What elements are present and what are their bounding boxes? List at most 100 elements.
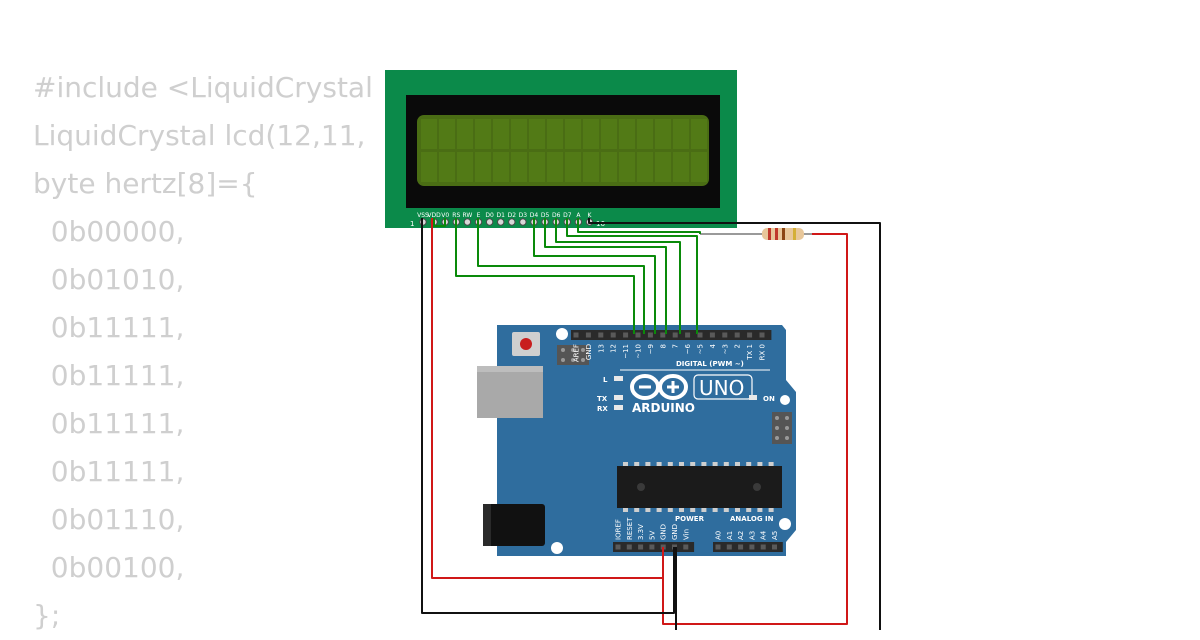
wire-vss-to-gnd[interactable]	[421, 218, 675, 614]
rx-led	[614, 405, 623, 410]
resistor[interactable]	[700, 228, 812, 240]
lcd-char-cell	[637, 119, 653, 149]
header-pin-label: A5	[771, 531, 779, 540]
header-pin[interactable]	[683, 544, 689, 550]
header-pin[interactable]	[722, 332, 728, 338]
header-pin-label: A0	[715, 531, 723, 540]
mounting-hole	[780, 395, 790, 405]
lcd-char-cell	[475, 119, 491, 149]
header-pin[interactable]	[610, 332, 616, 338]
code-line: 0b00100,	[33, 551, 185, 584]
header-pin[interactable]	[747, 332, 753, 338]
lcd-char-cell	[619, 119, 635, 149]
lcd-pin[interactable]	[485, 218, 494, 226]
header-pin[interactable]	[615, 544, 621, 550]
wire-d7-to-pin7[interactable]	[566, 218, 698, 334]
uno-badge	[693, 374, 753, 400]
mounting-hole	[556, 328, 568, 340]
header-pin[interactable]	[649, 544, 655, 550]
header-pin-label: 4	[709, 343, 717, 348]
header-pin[interactable]	[660, 332, 666, 338]
tx-led-label: TX	[597, 395, 608, 403]
wire-anode-to-resistor[interactable]	[577, 218, 701, 234]
header-pin[interactable]	[685, 332, 691, 338]
header-pin[interactable]	[573, 332, 579, 338]
lcd-char-cell	[475, 152, 491, 182]
code-line: byte hertz[8]={	[33, 167, 258, 200]
header-pin[interactable]	[647, 332, 653, 338]
header-pin[interactable]	[697, 332, 703, 338]
lcd-char-cell	[691, 152, 707, 182]
header-pin-label: ~9	[647, 344, 655, 354]
wire-rs-to-pin12[interactable]	[455, 218, 635, 334]
header-pin[interactable]	[626, 544, 632, 550]
wire-d5-to-pin9[interactable]	[544, 218, 667, 334]
header-pin-label: GND	[585, 344, 593, 360]
header-pin[interactable]	[635, 332, 641, 338]
header-pin-label: 12	[610, 344, 618, 353]
mounting-hole	[779, 518, 791, 530]
lcd-pin-label: D6	[552, 212, 561, 219]
lcd-char-cell	[565, 119, 581, 149]
icsp-header-right	[772, 412, 792, 444]
lcd-pin-label: V0	[441, 212, 449, 219]
lcd-pin-label: D5	[541, 212, 550, 219]
wire-d4-to-pin10[interactable]	[533, 218, 656, 334]
header-pin[interactable]	[672, 332, 678, 338]
lcd-char-cell	[565, 152, 581, 182]
header-pin[interactable]	[734, 332, 740, 338]
lcd-pin-one-label: 1	[410, 220, 414, 228]
header-pin-label: RESET	[626, 517, 634, 540]
arduino-logo-icon	[630, 374, 688, 400]
wire-cathode-to-gnd[interactable]	[588, 218, 881, 630]
header-pin[interactable]	[638, 544, 644, 550]
arduino-model-label: UNO	[699, 376, 744, 400]
header-pin-label: 3.3V	[637, 524, 645, 540]
header-pin-label: 5V	[648, 531, 656, 540]
header-pin[interactable]	[715, 544, 721, 550]
header-pin-label: 13	[597, 344, 605, 353]
lcd-pin-label: D7	[563, 212, 572, 219]
header-pin[interactable]	[709, 332, 715, 338]
lcd-pin[interactable]	[497, 218, 505, 226]
header-pin[interactable]	[738, 544, 744, 550]
lcd-char-cell	[457, 152, 473, 182]
wire-5v-to-resistor[interactable]	[662, 233, 848, 625]
header-pin-label: Vin	[682, 529, 690, 540]
reset-button-cap	[520, 338, 532, 350]
header-pin[interactable]	[623, 332, 629, 338]
header-pin-label: GND	[671, 524, 679, 540]
header-pin[interactable]	[726, 544, 732, 550]
lcd-char-cell	[529, 152, 545, 182]
header-pin[interactable]	[749, 544, 755, 550]
header-pin-label: ~3	[721, 344, 729, 354]
header-pin[interactable]	[772, 544, 777, 550]
wire-d6-to-pin8[interactable]	[555, 218, 681, 334]
lcd-pin[interactable]	[508, 218, 516, 226]
lcd-char-cell	[691, 119, 707, 149]
header-pin[interactable]	[585, 332, 591, 338]
code-line: #include <LiquidCrystal	[33, 71, 373, 104]
header-pin[interactable]	[598, 332, 604, 338]
arduino-uno-board[interactable]: ARDUINO UNO DIGITAL (PWM ~) POWER ANALOG…	[477, 325, 796, 556]
lcd-char-cell	[421, 119, 437, 149]
header-pin-label: A1	[726, 531, 734, 540]
lcd-pin[interactable]	[519, 218, 527, 226]
header-pin[interactable]	[759, 332, 765, 338]
lcd-pin-label: D1	[496, 212, 505, 219]
wire-e-to-pin11[interactable]	[477, 218, 645, 334]
wire-vdd-v0[interactable]	[433, 218, 446, 227]
lcd-pin[interactable]	[463, 218, 472, 226]
header-pin-label: 7	[672, 344, 680, 348]
header-pin[interactable]	[760, 544, 766, 550]
lcd-char-cell	[601, 119, 617, 149]
lcd-pin-label: VDD	[427, 212, 441, 219]
header-pin-label: ~11	[622, 344, 630, 359]
tx-led	[614, 395, 623, 400]
lcd-character-grid	[421, 119, 707, 182]
